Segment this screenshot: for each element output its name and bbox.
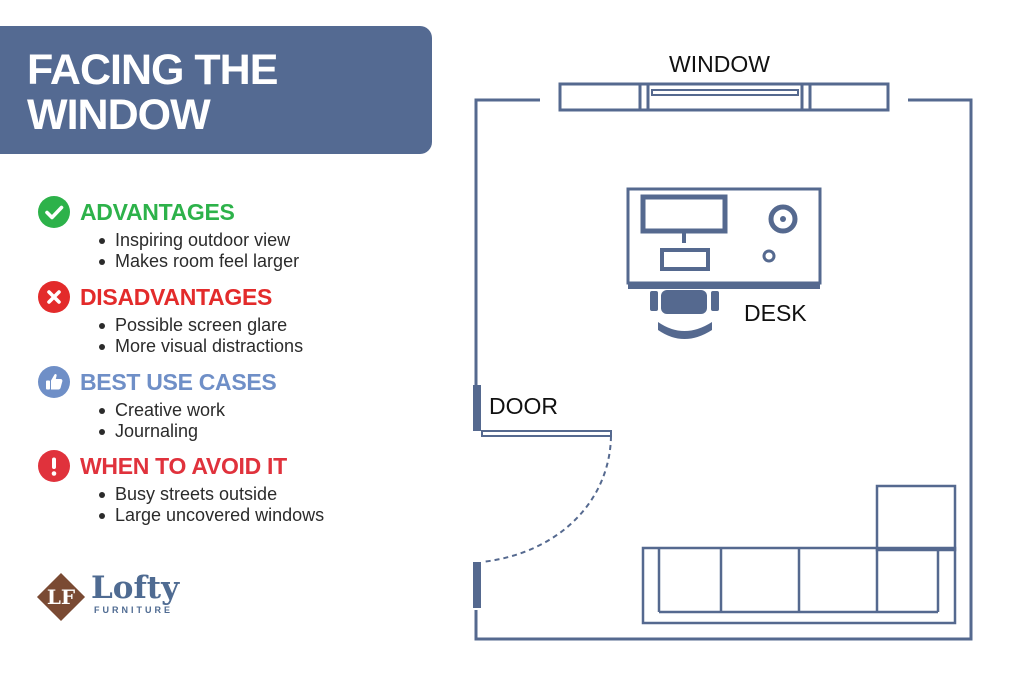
desk-edge [628, 282, 820, 289]
x-circle-icon [38, 281, 70, 313]
section-disadvantages: DISADVANTAGES Possible screen glare More… [38, 281, 303, 357]
section-title: ADVANTAGES [80, 198, 235, 225]
list-item: Makes room feel larger [98, 251, 300, 271]
logo-subtitle: FURNITURE [94, 605, 173, 615]
svg-text:LF: LF [47, 585, 75, 609]
window-label: WINDOW [669, 51, 770, 77]
wall-top-left [474, 98, 540, 387]
title-line-1: FACING THE [27, 46, 278, 94]
chair [650, 290, 719, 339]
list-item: Large uncovered windows [98, 505, 325, 525]
list-item: Journaling [98, 421, 276, 442]
desk [626, 187, 822, 285]
section-title: BEST USE CASES [80, 368, 277, 395]
list-item: Possible screen glare [98, 315, 303, 336]
list-item: More visual distractions [98, 336, 304, 356]
door-label: DOOR [489, 393, 558, 419]
list-item: Inspiring outdoor view [98, 230, 299, 251]
section-title: WHEN TO AVOID IT [80, 452, 287, 479]
exclamation-circle-icon [38, 450, 70, 482]
sofa [641, 484, 957, 625]
door [473, 385, 612, 608]
section-title: DISADVANTAGES [80, 283, 273, 310]
desk-label: DESK [744, 300, 807, 326]
list-item: Busy streets outside [98, 484, 324, 505]
section-best-use-cases: BEST USE CASES Creative work Journaling [38, 366, 277, 442]
title-banner: FACING THE WINDOW [0, 26, 432, 154]
brand-logo: LF Lofty FURNITURE [36, 570, 179, 627]
title-line-2: WINDOW [27, 91, 211, 139]
window [558, 82, 890, 112]
wall-right-bottom [474, 98, 973, 641]
logo-name: Lofty [91, 570, 180, 606]
check-circle-icon [38, 196, 70, 228]
section-when-to-avoid: WHEN TO AVOID IT Busy streets outside La… [38, 450, 324, 526]
thumbs-up-icon [38, 366, 70, 398]
list-item: Creative work [98, 400, 276, 421]
logo-mark-icon: LF [36, 572, 86, 622]
section-advantages: ADVANTAGES Inspiring outdoor view Makes … [38, 196, 299, 272]
